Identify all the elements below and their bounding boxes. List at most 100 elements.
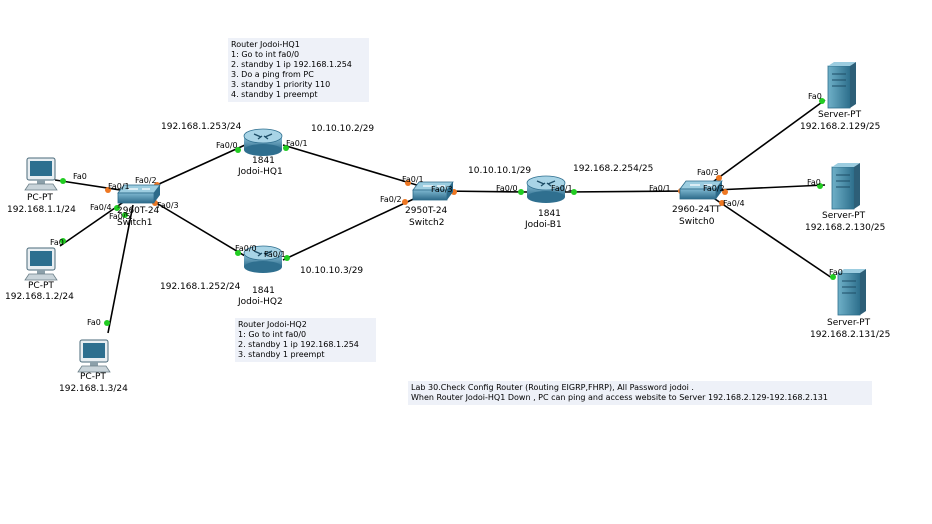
router-hq2-icon[interactable] — [243, 245, 283, 273]
note-line: Lab 30.Check Config Router (Routing EIGR… — [411, 383, 694, 392]
port-dot — [819, 98, 825, 104]
switch0-icon[interactable] — [679, 180, 723, 200]
port-dot — [104, 320, 110, 326]
link-b1-switch0 — [564, 190, 693, 193]
link-hq2-switch2 — [282, 195, 421, 261]
port-dot — [402, 199, 408, 205]
pc3-icon[interactable] — [77, 339, 111, 373]
port-label: Fa0/0 — [235, 244, 257, 253]
port-dot — [571, 189, 577, 195]
hq2-lan-ip-label: 192.168.1.252/24 — [160, 282, 241, 292]
note-line: 1: Go to int fa0/0 — [231, 50, 300, 59]
port-label: Fa0 — [73, 172, 87, 181]
b1-model-label: 1841 — [538, 209, 561, 219]
pc1-type-label: PC-PT — [27, 193, 53, 203]
pc1-icon[interactable] — [24, 157, 58, 191]
b1-wan-ip-label: 10.10.10.1/29 — [468, 166, 532, 176]
port-label: Fa0/1 — [402, 175, 424, 184]
port-label: Fa0 — [50, 238, 64, 247]
port-dot — [716, 175, 722, 181]
port-dot — [719, 200, 725, 206]
pc2-type-label: PC-PT — [28, 281, 54, 291]
port-label: Fa0/3 — [431, 185, 453, 194]
note-lab: Lab 30.Check Config Router (Routing EIGR… — [408, 381, 872, 405]
pc2-ip-label: 192.168.1.2/24 — [5, 292, 74, 302]
b1-name-label: Jodoi-B1 — [525, 220, 562, 230]
port-label: Fa0/4 — [90, 203, 112, 212]
port-label: Fa0/0 — [216, 141, 238, 150]
port-label: Fa0/3 — [157, 201, 179, 210]
note-hq2: Router Jodoi-HQ2 1: Go to int fa0/0 2. s… — [235, 318, 376, 362]
port-label: Fa0 — [808, 92, 822, 101]
link-switch1-hq1 — [147, 144, 246, 190]
port-dot — [830, 274, 836, 280]
port-dot — [60, 178, 66, 184]
port-label: Fa0/2 — [703, 184, 725, 193]
note-hq1: Router Jodoi-HQ1 1: Go to int fa0/0 2. s… — [228, 38, 369, 102]
hq1-name-label: Jodoi-HQ1 — [238, 167, 283, 177]
switch0-name-label: Switch0 — [679, 217, 715, 227]
switch1-model-label: 2960T-24 — [117, 206, 160, 216]
note-line: 3. standby 1 priority 110 — [231, 80, 331, 89]
switch1-name-label: Switch1 — [117, 218, 153, 228]
switch2-name-label: Switch2 — [409, 218, 445, 228]
port-label: Fa0/0 — [496, 184, 518, 193]
server2-ip-label: 192.168.2.130/25 — [805, 223, 886, 233]
port-label: Fa0/5 — [109, 212, 131, 221]
port-dot — [114, 205, 120, 211]
port-dot — [817, 183, 823, 189]
port-dot — [518, 189, 524, 195]
link-switch0-srv2 — [714, 184, 826, 191]
pc3-ip-label: 192.168.1.3/24 — [59, 384, 128, 394]
port-dot — [405, 180, 411, 186]
port-label: Fa0/2 — [380, 195, 402, 204]
router-hq1-icon[interactable] — [243, 128, 283, 156]
hq2-name-label: Jodoi-HQ2 — [238, 297, 283, 307]
port-dot — [122, 212, 128, 218]
server1-icon[interactable] — [827, 62, 856, 109]
server3-ip-label: 192.168.2.131/25 — [810, 330, 891, 340]
port-label: Fa0/1 — [264, 250, 286, 259]
link-switch0-srv3 — [711, 196, 833, 279]
port-dot — [105, 187, 111, 193]
switch0-model-label: 2960-24TT — [672, 205, 721, 215]
note-line: Router Jodoi-HQ1 — [231, 40, 300, 49]
link-pc3-switch1 — [107, 204, 134, 334]
server3-icon[interactable] — [837, 269, 866, 316]
server1-ip-label: 192.168.2.129/25 — [800, 122, 881, 132]
switch1-icon[interactable] — [117, 184, 161, 204]
port-dot — [235, 250, 241, 256]
link-switch0-srv1 — [709, 99, 826, 185]
port-label: Fa0/2 — [135, 176, 157, 185]
port-label: Fa0/3 — [697, 168, 719, 177]
server3-type-label: Server-PT — [827, 318, 871, 328]
switch2-model-label: 2950T-24 — [405, 206, 448, 216]
port-label: Fa0/1 — [286, 139, 308, 148]
switch2-icon[interactable] — [412, 181, 454, 201]
note-line: Router Jodoi-HQ2 — [238, 320, 307, 329]
port-label: Fa0 — [829, 268, 843, 277]
note-line: 1: Go to int fa0/0 — [238, 330, 307, 339]
port-dot — [60, 238, 66, 244]
pc2-icon[interactable] — [24, 247, 58, 281]
note-line: 4. standby 1 preempt — [231, 90, 318, 99]
note-line: When Router Jodoi-HQ1 Down , PC can ping… — [411, 393, 828, 402]
link-hq1-switch2 — [282, 144, 421, 187]
port-label: Fa0/1 — [649, 184, 671, 193]
server2-type-label: Server-PT — [822, 211, 866, 221]
hq1-model-label: 1841 — [252, 156, 275, 166]
port-label: Fa0/1 — [108, 182, 130, 191]
note-line: 3. standby 1 preempt — [238, 350, 325, 359]
server1-type-label: Server-PT — [818, 110, 862, 120]
router-b1-icon[interactable] — [526, 175, 566, 203]
hq1-lan-ip-label: 192.168.1.253/24 — [161, 122, 242, 132]
note-line: 3. Do a ping from PC — [231, 70, 314, 79]
server2-icon[interactable] — [831, 163, 860, 210]
port-label: Fa0 — [807, 178, 821, 187]
port-dot — [284, 255, 290, 261]
link-switch1-hq2 — [147, 197, 246, 257]
note-line: 2. standby 1 ip 192.168.1.254 — [238, 340, 359, 349]
hq2-model-label: 1841 — [252, 286, 275, 296]
port-label: Fa0/4 — [723, 199, 745, 208]
